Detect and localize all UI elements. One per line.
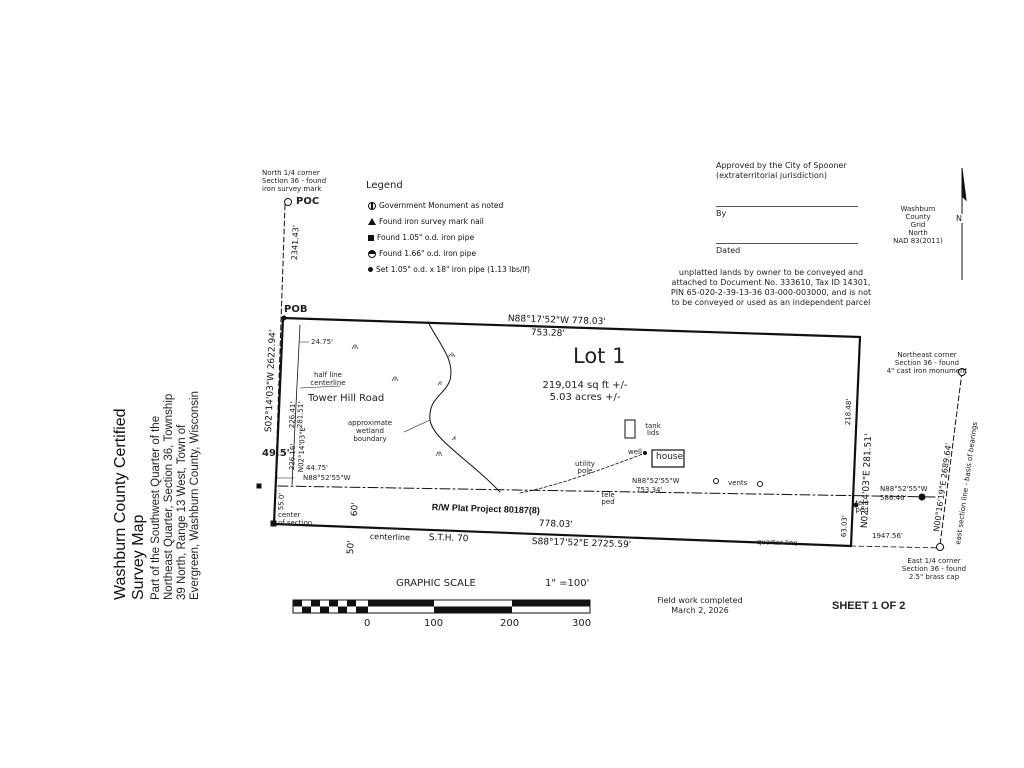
scale-tick-300: 300 [572,618,592,629]
legend-item-pipe-166: Found 1.66" o.d. iron pipe [368,249,476,258]
monuments [256,198,966,551]
lot-west-line [272,316,285,526]
east-section-line [939,371,963,546]
left-small-bearing: N88°52'55"W [303,474,351,482]
half-line-note: half line centerline [310,371,346,387]
east-quarter-line [850,545,946,549]
north-quarter-corner-note: North 1/4 corner Section 36 - found iron… [262,169,327,193]
scale-tick-0: 0 [364,618,371,629]
legend-heading: Legend [366,180,403,191]
row-width-left: 49.5' [262,448,290,459]
lot-name: Lot 1 [573,344,626,368]
lot-area-acres: 5.03 acres +/- [549,392,621,403]
row-50-label: 50' [346,540,357,555]
title-block: Washburn County Certified Survey Map Par… [112,380,202,600]
centerline-label: centerline [369,532,411,543]
north-line-inner-distance: 753.28' [530,328,565,340]
north-label: N [955,214,963,223]
lot-north-line [281,316,862,339]
tank-icon [624,419,636,439]
wetland-note: approximate wetland boundary [347,419,393,443]
square-icon [368,234,374,241]
tower-hill-road-label: Tower Hill Road [308,393,385,404]
lot-east-line [849,335,862,548]
triangle-icon [368,218,376,225]
east-inner-distance: 218.48' [844,398,854,426]
house-label: house [656,452,684,462]
monument-icon [368,201,376,210]
pob-marker-icon [281,315,287,321]
scale-tick-100: 100 [424,618,444,629]
top-left-offset: 24.75' [311,338,333,346]
wetland-boundary [427,321,501,493]
by-label: By [716,209,727,218]
center-of-section-note: center of section [278,511,313,527]
legend-item-nail: Found iron survey mark nail [368,217,484,226]
well-label: well [628,448,642,456]
scale-tick-200: 200 [500,618,520,629]
poc-monument-icon [284,198,292,206]
graphic-scale-bar [292,599,591,614]
north-arrow-icon [961,167,967,280]
east-quarter-corner-note: East 1/4 corner Section 36 - found 2.5" … [901,557,967,581]
row-60-label: 60' [350,502,361,517]
half-disc-icon [368,249,376,258]
poc-label: POC [296,196,320,207]
row-north-line [277,485,936,498]
east-quarter-icon [936,543,944,551]
legend-item-pipe-105: Found 1.05" o.d. iron pipe [368,233,474,242]
row-55-label: 55.0' [277,492,286,511]
east-small-bearing: N88°52'55"W [880,485,928,493]
quarter-line-label: quarter line [756,538,798,548]
center-section-icon [270,520,277,527]
lot-south-line [272,522,853,548]
east-quarter-distance: 1947.56' [872,532,903,540]
tank-lids-label: tank lids [645,422,661,437]
map-title: Washburn County Certified Survey Map [112,408,147,601]
row-bearing: N88°52'55"W [632,477,680,485]
tele-ped-east-label: tele ped [855,499,869,514]
field-work-note: Field work completed March 2, 2026 [657,596,743,615]
left-small-distance: 44.75' [306,464,328,472]
utility-line [519,451,649,494]
utility-pole-label: utility pole [575,460,595,475]
grid-north-note: Washburn County Grid North NAD 83(2011) [893,205,943,245]
legend-item-monument: Government Monument as noted [368,201,503,210]
poc-distance: 2341.43' [290,224,301,261]
northeast-corner-note: Northeast corner Section 36 - found 4" c… [886,351,968,375]
highway-label: S.T.H. 70 [428,533,469,545]
row-distance: 753.34' [636,486,663,494]
east-bottom-distance: 63.03' [840,515,849,538]
graphic-scale-ratio: 1" =100' [545,578,590,589]
south-line-distance: 778.03' [538,519,573,531]
pob-label: POB [284,304,308,315]
northeast-corner-icon [958,368,966,376]
sheet-number: SHEET 1 OF 2 [832,600,906,612]
dated-signature-line [716,243,858,244]
vents-label: vents [728,479,748,487]
tower-hill-road-line [291,324,301,486]
east-small-distance: 586.46' [880,494,907,502]
by-signature-line [716,206,858,207]
unplatted-note: unplatted lands by owner to be conveyed … [670,268,872,307]
house-icon [651,449,685,468]
lot-area-sqft: 219,014 sq ft +/- [542,380,628,391]
legend-item-set-pipe: Set 1.05" o.d. x 18" iron pipe (1.13 lbs… [368,265,530,274]
dot-icon [368,267,373,272]
dated-label: Dated [716,246,741,255]
graphic-scale-label: GRAPHIC SCALE [396,578,476,589]
approval-line-1: Approved by the City of Spooner [716,161,847,170]
well-icon [643,451,647,455]
west-inner-distance-2: 281.51' [296,401,306,429]
approval-line-2: (extraterritorial jurisdiction) [716,171,828,180]
map-description: Part of the Southwest Quarter of the Nor… [150,390,201,600]
tele-ped-label: tele ped [601,491,615,506]
